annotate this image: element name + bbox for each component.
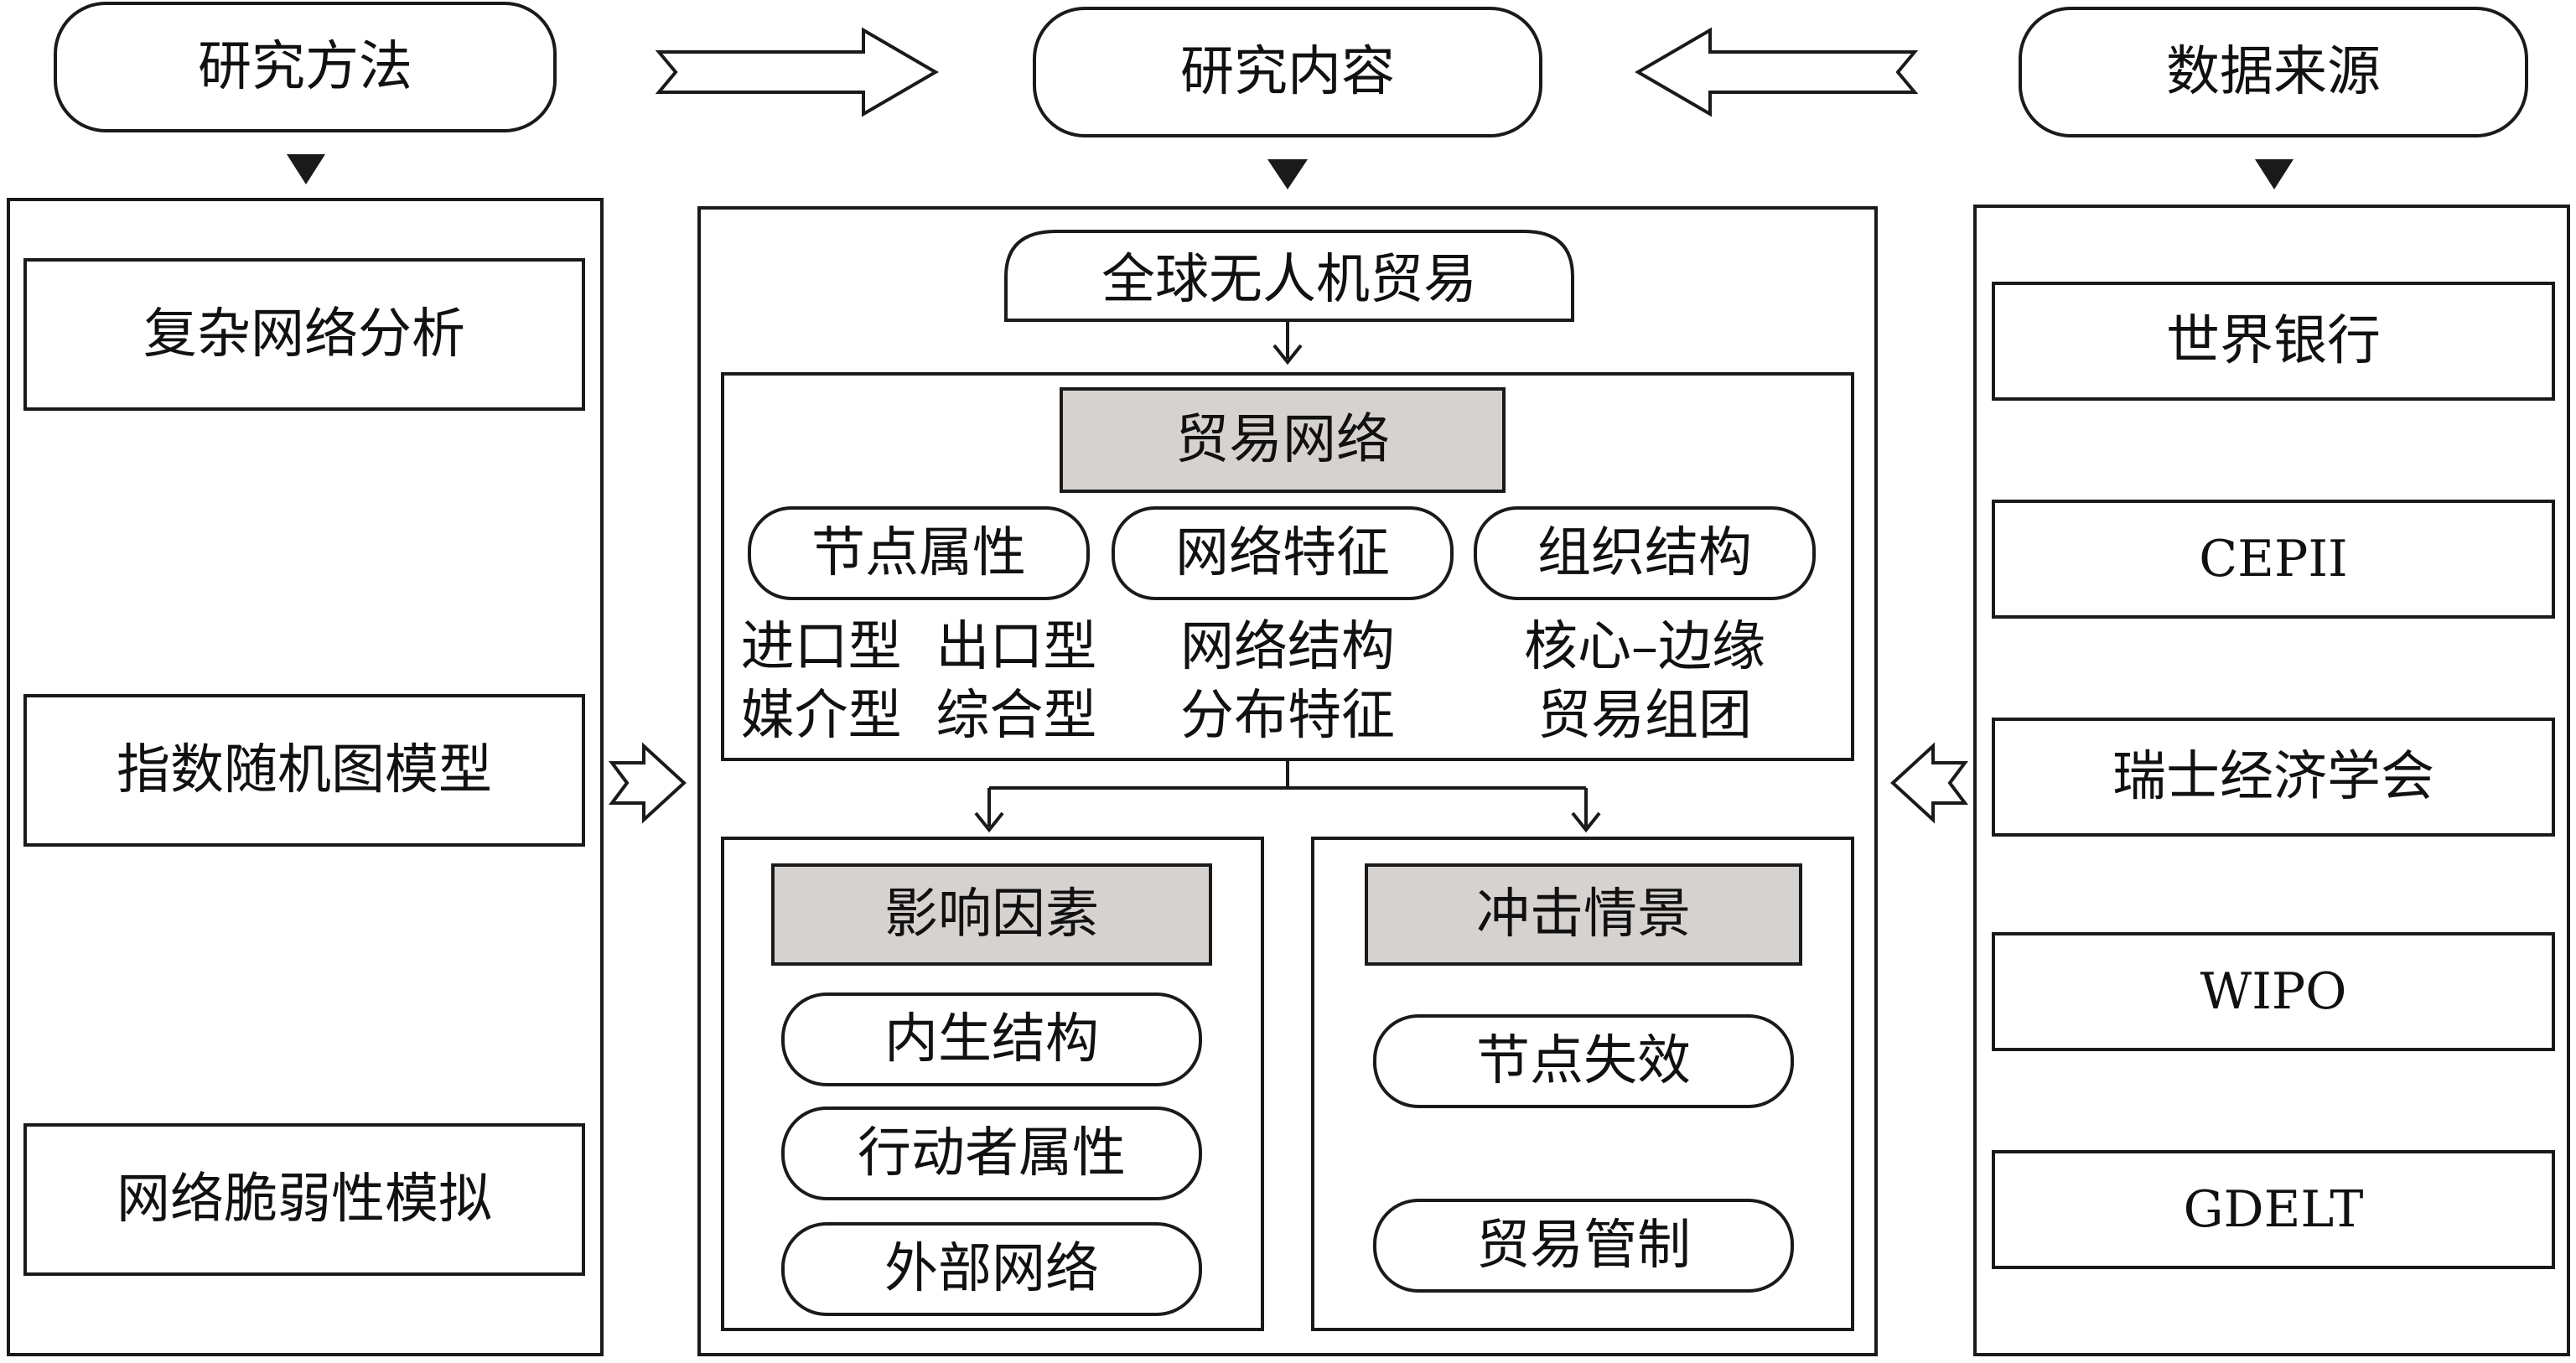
header-content-label: 研究内容	[1180, 41, 1395, 103]
feature-line2: 分布特征	[1180, 685, 1395, 747]
source-item-2-label: CEPII	[2199, 530, 2347, 588]
org-line1: 核心–边缘	[1524, 616, 1765, 678]
source-item-5-label: GDELT	[2184, 1180, 2364, 1239]
shocks-title-label: 冲击情景	[1476, 884, 1691, 946]
header-methods-label: 研究方法	[198, 36, 412, 98]
category-node-attributes-label: 节点属性	[811, 522, 1026, 584]
method-item-1-label: 复杂网络分析	[143, 303, 465, 365]
method-item-2-label: 指数随机图模型	[117, 739, 492, 801]
category-org-structure-label: 组织结构	[1537, 522, 1752, 584]
category-org-structure: 组织结构	[1474, 506, 1816, 600]
down-triangle-sources	[2255, 159, 2294, 189]
source-item-4: WIPO	[1992, 932, 2555, 1051]
trade-network-title-label: 贸易网络	[1175, 409, 1390, 471]
method-item-3: 网络脆弱性模拟	[23, 1123, 585, 1276]
hollow-arrow-sources-frame-to-content	[1890, 742, 1968, 824]
factor-item-3: 外部网络	[781, 1222, 1202, 1316]
factor-item-3-label: 外部网络	[884, 1238, 1099, 1300]
factors-title: 影响因素	[771, 863, 1212, 966]
source-item-3-label: 瑞士经济学会	[2112, 746, 2434, 808]
node-types-line1: 进口型 出口型	[741, 616, 1097, 678]
source-item-5: GDELT	[1992, 1150, 2555, 1269]
hollow-arrow-methods-frame-to-content	[609, 742, 687, 824]
factor-item-1-label: 内生结构	[884, 1008, 1099, 1070]
trade-network-title: 贸易网络	[1060, 387, 1506, 493]
source-item-3: 瑞士经济学会	[1992, 718, 2555, 837]
source-item-1-label: 世界银行	[2166, 310, 2381, 372]
header-methods: 研究方法	[54, 2, 557, 132]
topic-label: 全球无人机贸易	[1101, 249, 1477, 311]
factor-item-2: 行动者属性	[781, 1106, 1202, 1200]
method-item-3-label: 网络脆弱性模拟	[117, 1169, 492, 1231]
header-sources: 数据来源	[2019, 7, 2528, 137]
node-types-line2: 媒介型 综合型	[741, 685, 1097, 747]
category-network-features: 网络特征	[1112, 506, 1454, 600]
shock-item-1-label: 节点失效	[1476, 1030, 1691, 1092]
factor-item-1: 内生结构	[781, 992, 1202, 1086]
source-item-2: CEPII	[1992, 500, 2555, 619]
topic-box: 全球无人机贸易	[1004, 230, 1574, 322]
factor-item-2-label: 行动者属性	[858, 1122, 1126, 1184]
shocks-title: 冲击情景	[1365, 863, 1802, 966]
method-item-2: 指数随机图模型	[23, 694, 585, 847]
branch-connector	[974, 759, 1601, 833]
factors-title-label: 影响因素	[884, 884, 1099, 946]
source-item-4-label: WIPO	[2200, 962, 2347, 1021]
source-item-1: 世界银行	[1992, 282, 2555, 401]
header-content: 研究内容	[1033, 7, 1542, 137]
method-item-1: 复杂网络分析	[23, 258, 585, 411]
down-triangle-content	[1267, 159, 1308, 189]
shock-item-2-label: 贸易管制	[1476, 1215, 1691, 1277]
feature-line1: 网络结构	[1180, 616, 1395, 678]
shock-item-2: 贸易管制	[1373, 1199, 1794, 1293]
org-line2: 贸易组团	[1537, 685, 1752, 747]
header-sources-label: 数据来源	[2166, 41, 2381, 103]
down-triangle-methods	[287, 154, 325, 184]
shock-item-1: 节点失效	[1373, 1014, 1794, 1108]
category-node-attributes: 节点属性	[748, 506, 1090, 600]
category-network-features-label: 网络特征	[1175, 522, 1390, 584]
topic-arrow-head	[1272, 344, 1303, 365]
hollow-arrow-methods-to-content	[655, 27, 939, 117]
hollow-arrow-sources-to-content	[1635, 27, 1919, 117]
